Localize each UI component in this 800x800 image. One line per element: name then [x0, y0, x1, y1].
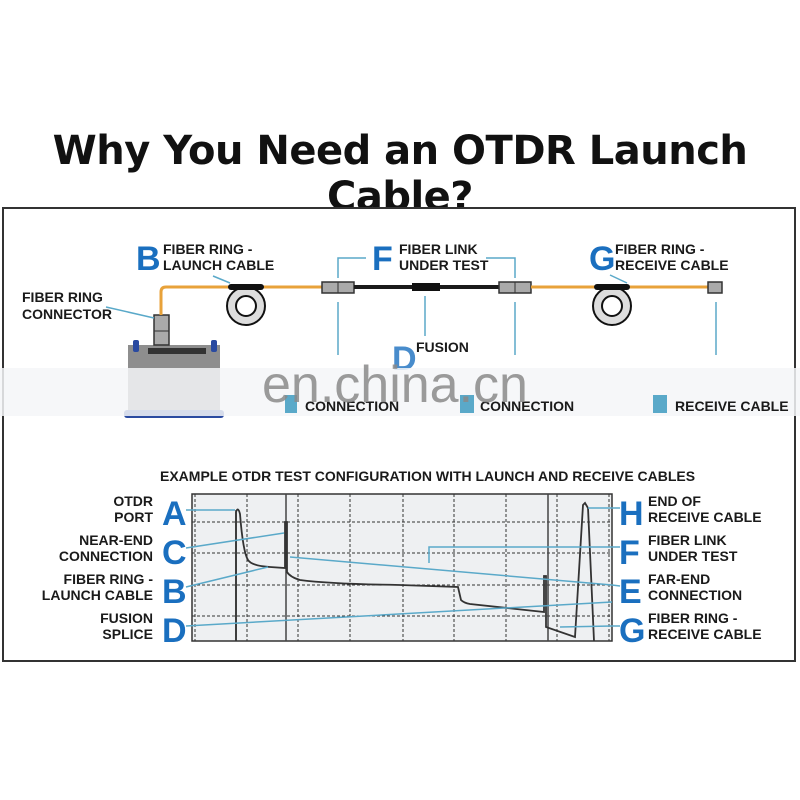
label-letter: D	[162, 612, 187, 650]
label-line2: PORT	[114, 509, 153, 525]
fiber-ring-connector-line2: CONNECTOR	[22, 306, 112, 322]
trace-label-receive-cable: G FIBER RING - RECEIVE CABLE	[619, 610, 762, 650]
obscured-label: CONNECTION	[480, 398, 574, 414]
label-line1: FIBER LINK	[648, 532, 727, 548]
fiber-ring-connector-icon	[153, 314, 170, 346]
obscured-label: RECEIVE CABLE	[675, 398, 789, 414]
launch-fiber	[159, 285, 322, 315]
trace-label-otdr-port: OTDR PORT A	[113, 493, 186, 533]
label-line2: RECEIVE CABLE	[648, 626, 762, 642]
label-line1: FAR-END	[648, 571, 710, 587]
trace-heading: EXAMPLE OTDR TEST CONFIGURATION WITH LAU…	[160, 468, 695, 484]
trace-grid	[192, 494, 612, 641]
fusion-splice-icon	[412, 283, 440, 291]
obscured-label: CONNECTION	[305, 398, 399, 414]
obscured-letter-h	[653, 395, 667, 413]
label-line2: UNDER TEST	[648, 548, 738, 564]
label-line2: RECEIVE CABLE	[648, 509, 762, 525]
label-line1: END OF	[648, 493, 701, 509]
obscured-letter-c	[285, 395, 297, 413]
label-line2: CONNECTION	[648, 587, 742, 603]
physical-setup: FIBER RING CONNECTOR B FIBER RING - LAUN…	[0, 240, 800, 418]
receive-end-connector-icon	[707, 281, 723, 294]
callout-line1: FUSION	[416, 339, 469, 355]
callout-line1: FIBER LINK	[399, 241, 478, 257]
label-letter: E	[619, 573, 642, 611]
callout-launch-cable: B FIBER RING - LAUNCH CABLE	[136, 240, 274, 278]
callout-line2: LAUNCH CABLE	[163, 257, 274, 273]
trace-label-launch-cable: FIBER RING - LAUNCH CABLE B	[42, 571, 187, 611]
callout-letter: F	[372, 240, 393, 278]
label-fiber-ring-connector: FIBER RING CONNECTOR	[22, 289, 112, 322]
otdr-trace-line	[235, 501, 595, 642]
label-line1: FUSION	[100, 610, 153, 626]
trace-label-near-end-connection: NEAR-END CONNECTION C	[59, 532, 187, 572]
callout-fiber-under-test: F FIBER LINK UNDER TEST	[372, 240, 489, 278]
label-letter: C	[162, 534, 187, 572]
fiber-ring-connector-line1: FIBER RING	[22, 289, 103, 305]
callout-line1: FIBER RING -	[615, 241, 705, 257]
callout-letter: G	[589, 240, 615, 278]
trace-plot-area	[191, 493, 613, 642]
callout-letter: B	[136, 240, 161, 278]
trace-label-fiber-link-under-test: F FIBER LINK UNDER TEST	[619, 532, 738, 572]
label-letter: F	[619, 534, 640, 572]
label-line2: LAUNCH CABLE	[42, 587, 153, 603]
label-line1: FIBER RING -	[64, 571, 154, 587]
trace-label-end-of-receive-cable: H END OF RECEIVE CABLE	[619, 493, 762, 533]
obscured-letter-e	[460, 395, 474, 413]
callout-receive-cable: G FIBER RING - RECEIVE CABLE	[589, 240, 729, 278]
label-letter: B	[162, 573, 187, 611]
trace-label-far-end-connection: E FAR-END CONNECTION	[619, 571, 742, 611]
callout-line2: UNDER TEST	[399, 257, 489, 273]
label-line1: NEAR-END	[79, 532, 153, 548]
label-letter: H	[619, 495, 644, 533]
label-line2: CONNECTION	[59, 548, 153, 564]
watermark: en.china.cn	[262, 356, 528, 414]
label-line1: FIBER RING -	[648, 610, 738, 626]
receive-ring-icon	[592, 284, 632, 326]
label-line2: SPLICE	[102, 626, 153, 642]
label-line1: OTDR	[113, 493, 153, 509]
trace-leader-lines	[185, 507, 621, 628]
setup-leader-lines	[105, 257, 717, 355]
callout-line2: RECEIVE CABLE	[615, 257, 729, 273]
launch-ring-icon	[226, 284, 266, 326]
callout-line1: FIBER RING -	[163, 241, 253, 257]
label-letter: A	[162, 495, 187, 533]
trace-label-fusion-splice: FUSION SPLICE D	[100, 610, 186, 650]
label-letter: G	[619, 612, 645, 650]
page-title: Why You Need an OTDR Launch Cable?	[52, 128, 748, 220]
otdr-trace-section: EXAMPLE OTDR TEST CONFIGURATION WITH LAU…	[42, 468, 762, 650]
